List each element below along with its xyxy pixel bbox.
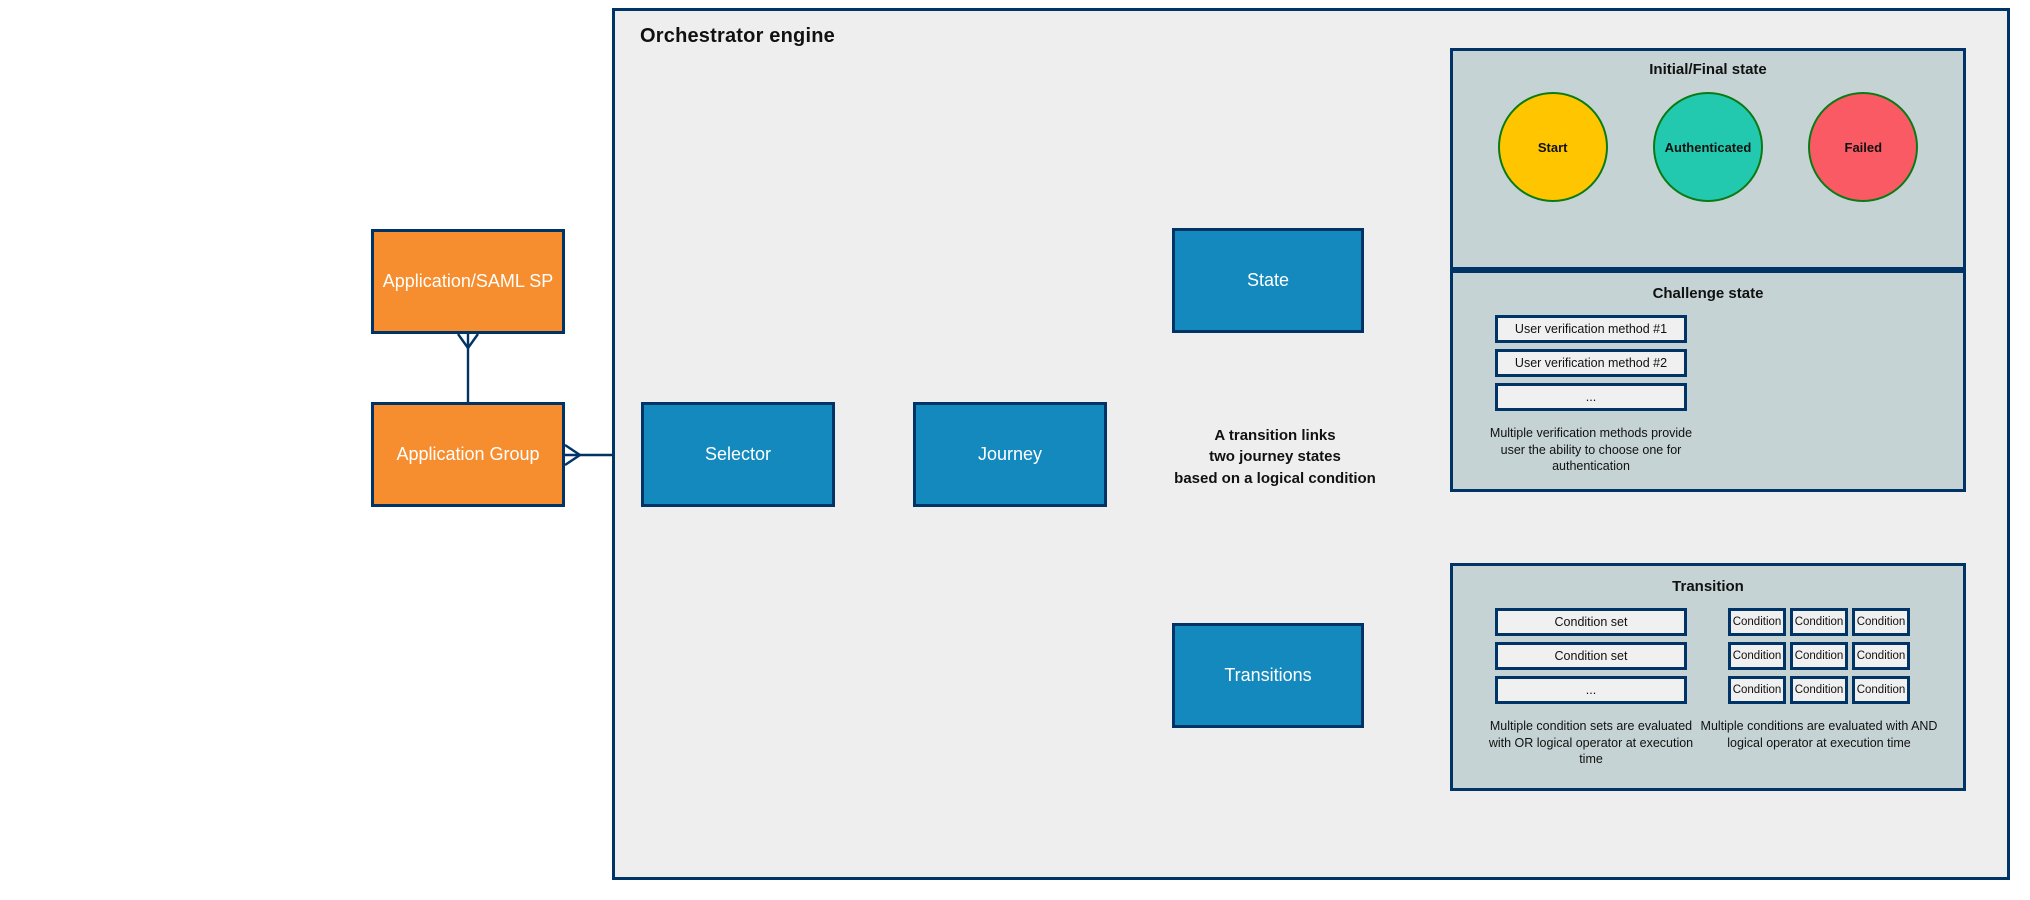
condition-grid-row: Condition Condition Condition [1728, 676, 1910, 704]
condition-cell-label: Condition [1794, 650, 1844, 662]
transition-annotation-line-1: A transition links [1214, 427, 1336, 444]
condition-set-list: Condition set Condition set ... [1495, 608, 1687, 704]
panel-initial-final-state-title: Initial/Final state [1649, 61, 1767, 78]
challenge-method-item[interactable]: ... [1495, 383, 1687, 411]
condition-cell-label: Condition [1856, 650, 1906, 662]
condition-cell-label: Condition [1732, 650, 1782, 662]
condition-set-item[interactable]: ... [1495, 676, 1687, 704]
condition-cell[interactable]: Condition [1852, 608, 1910, 636]
condition-set-item-label: Condition set [1554, 615, 1628, 629]
panel-challenge-state: Challenge state [1450, 270, 1966, 492]
link-application-to-group [457, 333, 479, 402]
node-transitions[interactable]: Transitions [1172, 623, 1364, 728]
node-selector-label: Selector [704, 443, 772, 464]
condition-cell-label: Condition [1732, 616, 1782, 628]
state-circle-start-label: Start [1537, 139, 1568, 155]
challenge-method-item-label: ... [1585, 390, 1597, 404]
state-circle-start[interactable]: Start [1497, 92, 1608, 202]
node-application-saml-sp[interactable]: Application/SAML SP [371, 229, 565, 334]
node-application-saml-sp-label: Application/SAML SP [382, 270, 554, 291]
condition-cell[interactable]: Condition [1728, 676, 1786, 704]
initial-final-circle-row: Start Authenticated Failed [1453, 92, 1963, 202]
condition-cell[interactable]: Condition [1728, 642, 1786, 670]
condition-set-item[interactable]: Condition set [1495, 608, 1687, 636]
panel-initial-final-state: Initial/Final state Start Authenticated … [1450, 48, 1966, 270]
node-state-label: State [1246, 269, 1290, 290]
condition-grid-row: Condition Condition Condition [1728, 642, 1910, 670]
condition-grid-row: Condition Condition Condition [1728, 608, 1910, 636]
condition-cell-label: Condition [1856, 616, 1906, 628]
conditions-caption: Multiple conditions are evaluated with A… [1700, 719, 1938, 750]
challenge-method-item-label: User verification method #1 [1514, 322, 1668, 336]
condition-set-item-label: ... [1585, 683, 1597, 697]
condition-set-caption: Multiple condition sets are evaluated wi… [1488, 719, 1694, 766]
state-circle-failed-label: Failed [1844, 139, 1883, 155]
node-application-group-label: Application Group [396, 443, 540, 464]
condition-cell-label: Condition [1794, 616, 1844, 628]
condition-grid: Condition Condition Condition Condition … [1728, 608, 1910, 704]
node-journey-label: Journey [977, 443, 1043, 464]
condition-cell[interactable]: Condition [1790, 608, 1848, 636]
node-selector[interactable]: Selector [641, 402, 835, 507]
orchestrator-engine-title: Orchestrator engine [640, 25, 835, 47]
condition-cell[interactable]: Condition [1790, 642, 1848, 670]
condition-cell-label: Condition [1732, 684, 1782, 696]
condition-set-item[interactable]: Condition set [1495, 642, 1687, 670]
challenge-method-item[interactable]: User verification method #2 [1495, 349, 1687, 377]
transition-annotation-line-2: two journey states [1209, 448, 1341, 466]
node-application-group[interactable]: Application Group [371, 402, 565, 507]
node-transitions-label: Transitions [1224, 664, 1312, 685]
challenge-method-item[interactable]: User verification method #1 [1495, 315, 1687, 343]
condition-cell[interactable]: Condition [1852, 676, 1910, 704]
condition-cell[interactable]: Condition [1852, 642, 1910, 670]
challenge-method-item-label: User verification method #2 [1514, 356, 1668, 370]
node-state[interactable]: State [1172, 228, 1364, 333]
state-circle-authenticated[interactable]: Authenticated [1652, 92, 1763, 202]
condition-set-item-label: Condition set [1554, 649, 1628, 663]
condition-cell-label: Condition [1856, 684, 1906, 696]
transition-annotation: A transition links two journey states ba… [1130, 425, 1420, 489]
panel-transition-title: Transition [1672, 578, 1744, 595]
state-circle-authenticated-label: Authenticated [1664, 139, 1752, 155]
panel-challenge-state-title: Challenge state [1652, 285, 1764, 302]
condition-cell[interactable]: Condition [1790, 676, 1848, 704]
state-circle-failed[interactable]: Failed [1808, 92, 1919, 202]
condition-cell-label: Condition [1794, 684, 1844, 696]
challenge-caption: Multiple verification methods provide us… [1489, 426, 1693, 473]
node-journey[interactable]: Journey [913, 402, 1107, 507]
challenge-method-list: User verification method #1 User verific… [1495, 315, 1687, 411]
transition-annotation-line-3: based on a logical condition [1174, 469, 1376, 487]
condition-cell[interactable]: Condition [1728, 608, 1786, 636]
